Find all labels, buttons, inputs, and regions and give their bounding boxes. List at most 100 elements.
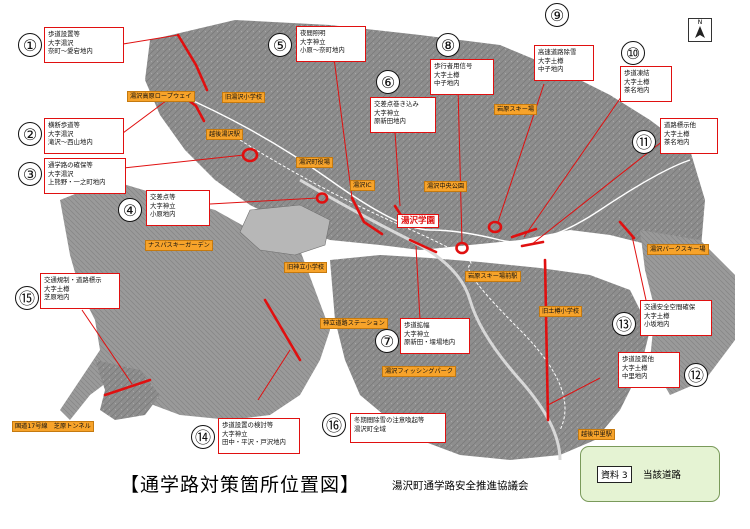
callout-12-line-2: 大字土樽 [622,363,648,372]
callout-number-15: ⑮ [15,286,39,310]
callout-number-7: ⑦ [375,329,399,353]
road-15 [103,378,152,397]
callout-box-11: 道路標示他 大字土樽 茶名地内 [660,118,718,154]
callout-1-line-1: 歩道設置等 [48,30,80,38]
callout-box-9: 高速道路除雪 大字土樽 中子地内 [534,45,594,81]
callout-8-line-2: 大字土樽 [434,70,460,79]
callout-8-line-1: 歩行者用信号 [434,62,473,70]
place-tag-old-yuzawa-school: 旧湯沢小学校 [222,92,266,103]
place-tag-old-kandatsu-school: 旧神立小学校 [284,262,328,273]
place-tag-naspa-ski-garden: ナスパスキーガーデン [145,240,213,251]
callout-7-line-2: 大字神立 [404,329,430,338]
leader-3 [122,154,245,169]
callout-9-line-2: 大字土樽 [538,56,564,65]
callout-box-1: 歩道設置等 大字湯沢 奈町～愛宕地内 [44,27,124,63]
place-tag-echigo-nakazato-station: 越後中里駅 [578,429,615,440]
leader-15 [81,309,133,385]
callout-box-2: 横断歩道等 大字湯沢 滝沢～西山地内 [44,118,124,154]
callout-5-line-1: 夜間照明 [300,29,326,37]
callout-box-16: 冬期間除雪の注意喚起等 湯沢町全域 [350,413,446,443]
callout-3-line-1: 通学路の確保等 [48,161,93,169]
leader-7 [415,245,421,321]
callout-number-5: ⑤ [268,33,292,57]
target-roads [103,33,636,422]
callout-number-2: ② [18,122,42,146]
callout-15-line-3: 芝原地内 [44,293,70,302]
roads [179,94,691,461]
leader-8 [457,87,463,244]
leader-13 [631,235,647,301]
river [299,178,562,461]
callout-12-line-3: 中里地内 [622,372,648,381]
callout-number-16: ⑯ [322,413,346,437]
callout-box-7: 歩道拡幅 大字神立 原新田・堰場地内 [400,318,470,354]
callout-1-line-3: 奈町～愛宕地内 [48,47,93,56]
callout-14-line-2: 大字神立 [222,429,248,438]
callout-6-line-1: 交差点巻き込み [374,100,419,108]
callout-14-line-3: 田中・平沢・戸沢地内 [222,438,286,447]
road-9 [487,220,503,234]
road-14 [263,298,302,362]
callout-box-8: 歩行者用信号 大字土樽 中子地内 [430,59,494,95]
callout-6-line-2: 大字神立 [374,108,400,117]
place-tag-yuzawa-ic: 湯沢IC [350,180,375,191]
callout-box-13: 交通安全空間確保 大字土樽 小坂地内 [640,300,712,336]
callout-7-line-3: 原新田・堰場地内 [404,338,456,347]
highway [179,94,691,243]
callout-2-line-3: 滝沢～西山地内 [48,138,93,147]
callout-15-line-2: 大字土樽 [44,284,70,293]
callout-4-line-1: 交差点等 [150,193,176,201]
place-tag-kandatsu-station: 神立道路ステーション [320,318,388,329]
leader-5 [333,57,353,199]
council-name: 湯沢町通学路安全推進協議会 [392,480,529,492]
callout-number-10: ⑩ [621,41,645,65]
place-tag-echigo-yuzawa-station: 越後湯沢駅 [206,129,243,140]
callout-2-line-2: 大字湯沢 [48,129,74,138]
place-tag-yuzawa-gakuen: 湯沢学園 [397,214,440,228]
callout-2-line-1: 横断歩道等 [48,121,80,129]
north-arrow: N [688,18,712,42]
north-label: N [697,19,703,26]
leader-4 [209,197,319,205]
callout-14-line-1: 歩道設置の検討等 [222,421,274,429]
callout-box-10: 歩道凍結 大字土樽 茶名地内 [620,66,672,102]
terrain-lake [239,204,331,256]
callout-16-line-2: 湯沢町全域 [354,424,386,433]
callout-number-14: ⑭ [191,425,215,449]
callout-5-line-3: 小原～奈町地内 [300,46,345,55]
callout-15-line-1: 交通規制・道路標示 [44,276,102,284]
map-title: 【通学路対策箇所位置図】 [120,474,361,496]
callout-4-line-2: 大字神立 [150,201,176,210]
callout-box-15: 交通規制・道路標示 大字土樽 芝原地内 [40,273,120,309]
leader-6 [394,131,401,207]
road-7 [408,238,438,254]
terrain-south-west-tongue [95,360,160,420]
callout-11-line-1: 道路標示他 [664,121,696,129]
callout-9-line-1: 高速道路除雪 [538,48,577,56]
road-13 [618,220,636,240]
place-tag-route17-tunnel: 国道17号線 芝原トンネル [12,421,94,432]
callout-13-line-2: 大字土樽 [644,311,670,320]
place-tag-central-park: 湯沢中央公園 [424,181,468,192]
callout-number-12: ⑫ [684,363,708,387]
callout-box-3: 通学路の確保等 大字湯沢 上熊野・一之町地内 [44,158,126,194]
callout-13-line-1: 交通安全空間確保 [644,303,696,311]
callout-number-8: ⑧ [436,33,460,57]
place-tag-town-office: 湯沢町役場 [296,157,333,168]
callout-number-4: ④ [118,198,142,222]
rail-line [239,139,566,431]
road-5 [350,196,384,236]
leader-12 [547,377,601,406]
callout-10-line-2: 大字土樽 [624,77,650,86]
leader-1 [122,34,179,45]
callout-4-line-3: 小原地内 [150,210,176,219]
callout-12-line-1: 歩道設置他 [622,355,654,363]
place-tag-fishing-park: 湯沢フィッシングパーク [382,366,456,377]
callout-7-line-1: 歩道拡幅 [404,321,430,329]
callout-box-4: 交差点等 大字神立 小原地内 [146,190,210,226]
callout-5-line-2: 大字神立 [300,37,326,46]
callout-box-5: 夜間照明 大字神立 小原～奈町地内 [296,26,366,62]
place-tag-old-tsuchitaru-school: 旧土樽小学校 [539,306,583,317]
callout-number-1: ① [18,33,42,57]
callout-number-3: ③ [18,162,42,186]
